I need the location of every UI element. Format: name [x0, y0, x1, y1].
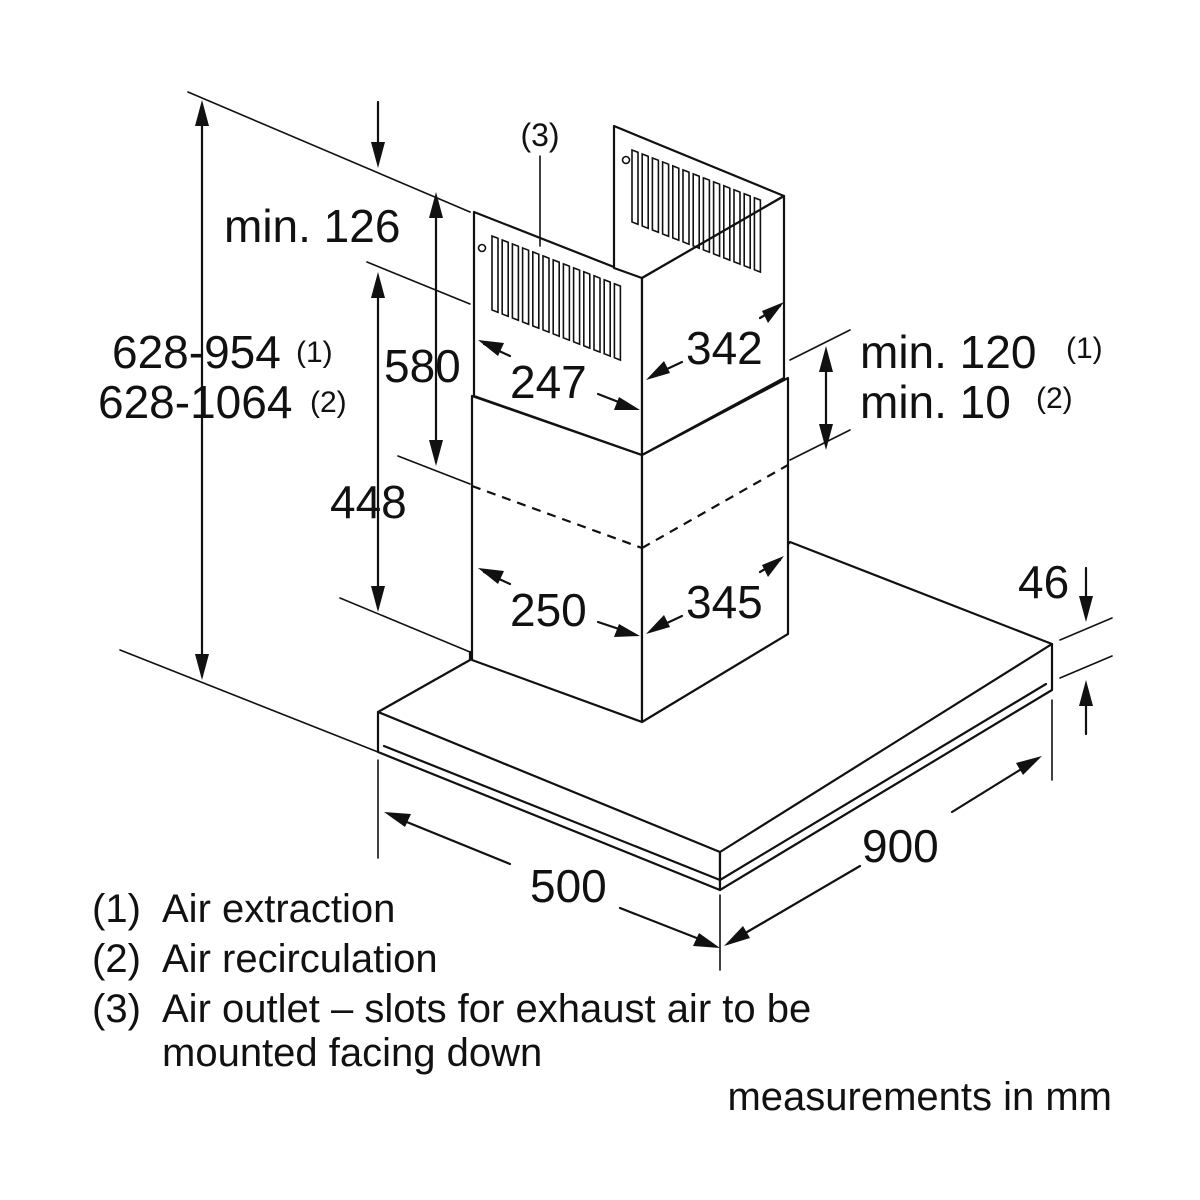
height-range-2-label: 628-1064	[98, 376, 292, 428]
air-outlet-slot	[562, 262, 571, 342]
min-120-ref: (1)	[1066, 332, 1103, 365]
dim-345-label: 345	[686, 576, 763, 628]
air-outlet-slot	[733, 188, 741, 266]
min-10-label: min. 10	[860, 376, 1011, 428]
dim-500-label: 500	[530, 860, 607, 912]
air-outlet-slot	[572, 266, 581, 346]
air-outlet-slot	[702, 176, 711, 254]
min-120-label: min. 120	[860, 326, 1036, 378]
air-outlet-slot	[672, 164, 680, 242]
air-outlet-slot	[532, 250, 540, 330]
height-range-1-label: 628-954	[112, 326, 281, 378]
air-outlet-slot	[743, 192, 751, 270]
air-outlet-slot	[651, 156, 660, 234]
callout-3-label: (3)	[520, 117, 559, 153]
air-outlet-slot	[723, 184, 731, 262]
air-outlet-slots	[491, 148, 762, 362]
air-outlet-slot	[491, 234, 499, 314]
air-outlet-slot	[542, 254, 550, 334]
air-outlet-slot	[593, 274, 601, 354]
min-126-label: min. 126	[224, 200, 400, 252]
legend-text-1: Air extraction	[162, 887, 395, 931]
legend: (1) Air extraction (2) Air recirculation…	[92, 887, 811, 1075]
dim-342-label: 342	[686, 322, 763, 374]
air-outlet-slot	[583, 270, 591, 350]
dim-46-label: 46	[1018, 556, 1069, 608]
air-outlet-slot	[511, 242, 520, 322]
air-outlet-slot	[521, 246, 530, 326]
air-outlet-slot	[641, 152, 649, 230]
air-outlet-slot	[753, 196, 762, 274]
units-note: measurements in mm	[727, 1075, 1112, 1119]
dim-247-label: 247	[510, 356, 587, 408]
air-outlet-slot	[712, 180, 721, 258]
air-outlet-slot	[501, 238, 509, 318]
air-outlet-slot	[631, 148, 639, 226]
height-range-1-ref: (1)	[296, 336, 333, 369]
dim-900-label: 900	[862, 820, 939, 872]
dim-250-label: 250	[510, 584, 587, 636]
dimension-lines	[195, 100, 1093, 948]
dimension-labels: (3) min. 126 580 448 628-954 (1) 628-106…	[98, 117, 1103, 912]
air-outlet-slot	[661, 160, 670, 238]
legend-num-3: (3)	[92, 987, 141, 1031]
air-outlet-slot	[613, 282, 622, 362]
legend-text-3: Air outlet – slots for exhaust air to be	[162, 987, 811, 1031]
dim-580-label: 580	[384, 340, 461, 392]
wall-reference-lines	[119, 91, 1113, 971]
air-outlet-slot	[552, 258, 560, 338]
lower-chimney	[470, 376, 790, 724]
air-outlet-slot	[603, 278, 611, 358]
dim-448-label: 448	[330, 476, 407, 528]
legend-text-4: mounted facing down	[162, 1031, 542, 1075]
overlap-dashed-line	[471, 464, 789, 550]
legend-num-1: (1)	[92, 887, 141, 931]
legend-num-2: (2)	[92, 937, 141, 981]
min-10-ref: (2)	[1036, 382, 1073, 415]
air-outlet-slot	[692, 172, 700, 250]
air-outlet-slot	[682, 168, 690, 246]
height-range-2-ref: (2)	[310, 386, 347, 419]
legend-text-2: Air recirculation	[162, 937, 438, 981]
